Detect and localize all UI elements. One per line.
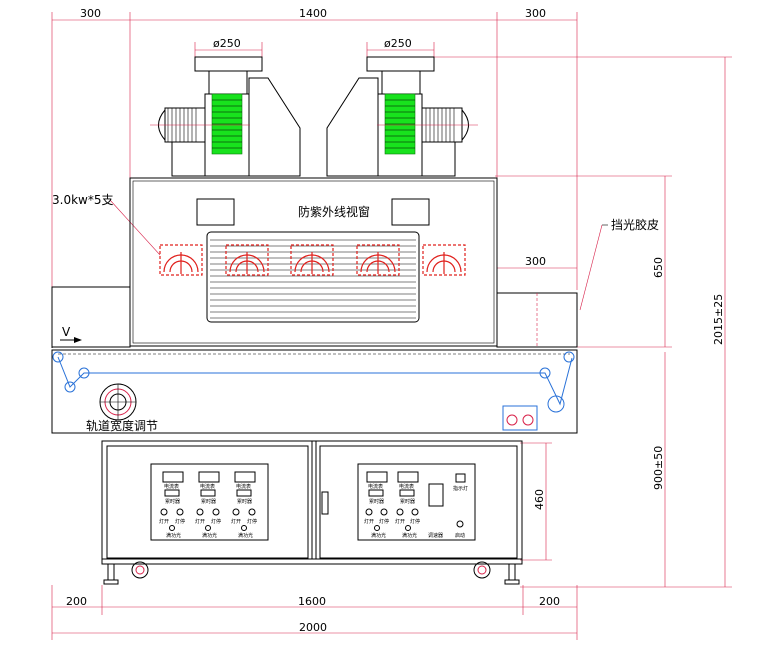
uv-window-label: 防紫外线视窗 — [298, 204, 370, 219]
dim-top-right: 300 — [525, 7, 546, 20]
switch-label: 灯开 — [195, 518, 205, 525]
speed-label: 调速器 — [428, 532, 443, 539]
panel-left-meter-labels: 电流表 电流表 电流表 累时器 累时器 累时器 灯开 灯停 灯开 灯停 灯开 灯… — [159, 483, 257, 525]
switch-label: 灯停 — [175, 518, 185, 525]
meter-label: 电流表 — [236, 483, 251, 490]
lamp-housing — [51, 177, 578, 348]
switch-label: 灯停 — [410, 518, 420, 525]
switch-label: 灯停 — [211, 518, 221, 525]
dim-side-300: 300 — [525, 255, 546, 268]
callout-texts: 3.0kw*5支 防紫外线视窗 挡光胶皮 V 轨道宽度调节 — [52, 193, 659, 433]
meter-label: 电流表 — [399, 483, 414, 490]
conveyor — [51, 325, 578, 434]
direction-label: V — [62, 325, 71, 339]
indicator-label: 指示灯 — [453, 485, 468, 492]
switch-label: 灯开 — [159, 518, 169, 525]
panel-bottom-label: 满功光 — [371, 532, 386, 539]
meter-label: 电流表 — [164, 483, 179, 490]
panel-bottom-label: 满功光 — [402, 532, 417, 539]
lower-cabinet — [101, 440, 523, 565]
dim-top-left: 300 — [80, 7, 101, 20]
track-adjust-label: 轨道宽度调节 — [86, 418, 158, 433]
dim-height-lower: 900±50 — [652, 446, 665, 490]
uv-lamps — [159, 244, 466, 276]
switch-label: 灯开 — [395, 518, 405, 525]
switch-label: 灯开 — [231, 518, 241, 525]
switch-label: 灯停 — [379, 518, 389, 525]
lamp-spec-label: 3.0kw*5支 — [52, 193, 113, 207]
timer-label: 累时器 — [165, 498, 180, 505]
light-shield-label: 挡光胶皮 — [611, 217, 659, 232]
fan-left — [150, 56, 301, 177]
uv-lamp-5 — [422, 244, 466, 276]
control-panel-right: 电流表 电流表 指示灯 累时器 累时器 灯开 灯停 灯开 灯停 满功光 满功光 … — [357, 463, 476, 541]
dim-bottom-left: 200 — [66, 595, 87, 608]
dim-bottom-total: 2000 — [299, 621, 327, 634]
dim-height-650: 650 — [652, 257, 665, 278]
feet — [103, 561, 520, 585]
dim-height-total: 2015±25 — [712, 294, 725, 345]
timer-label: 累时器 — [369, 498, 384, 505]
switch-label: 灯停 — [247, 518, 257, 525]
uv-lamp-2 — [225, 244, 269, 276]
uv-lamp-1 — [159, 244, 203, 276]
timer-label: 累时器 — [400, 498, 415, 505]
dim-fan-left: ø250 — [213, 37, 241, 50]
dimension-texts: 300 1400 300 ø250 ø250 300 650 2015±25 9… — [66, 7, 725, 634]
dim-top-center: 1400 — [299, 7, 327, 20]
dim-fan-right: ø250 — [384, 37, 412, 50]
panel-bottom-label: 满功光 — [166, 532, 181, 539]
meter-label: 电流表 — [368, 483, 383, 490]
meter-label: 电流表 — [200, 483, 215, 490]
uv-lamp-4 — [356, 244, 400, 276]
fan-right — [326, 56, 478, 177]
panel-bottom-label: 满功光 — [202, 532, 217, 539]
dim-bottom-right: 200 — [539, 595, 560, 608]
start-label: 启动 — [455, 532, 465, 539]
dim-bottom-center: 1600 — [298, 595, 326, 608]
dimension-lines — [51, 12, 732, 640]
timer-label: 累时器 — [201, 498, 216, 505]
panel-bottom-label: 满功光 — [238, 532, 253, 539]
timer-label: 累时器 — [237, 498, 252, 505]
control-panel-left: 电流表 电流表 电流表 累时器 累时器 累时器 灯开 灯停 灯开 灯停 灯开 灯… — [150, 463, 269, 541]
switch-label: 灯开 — [364, 518, 374, 525]
dim-height-460: 460 — [533, 489, 546, 510]
uv-lamp-3 — [290, 244, 334, 276]
